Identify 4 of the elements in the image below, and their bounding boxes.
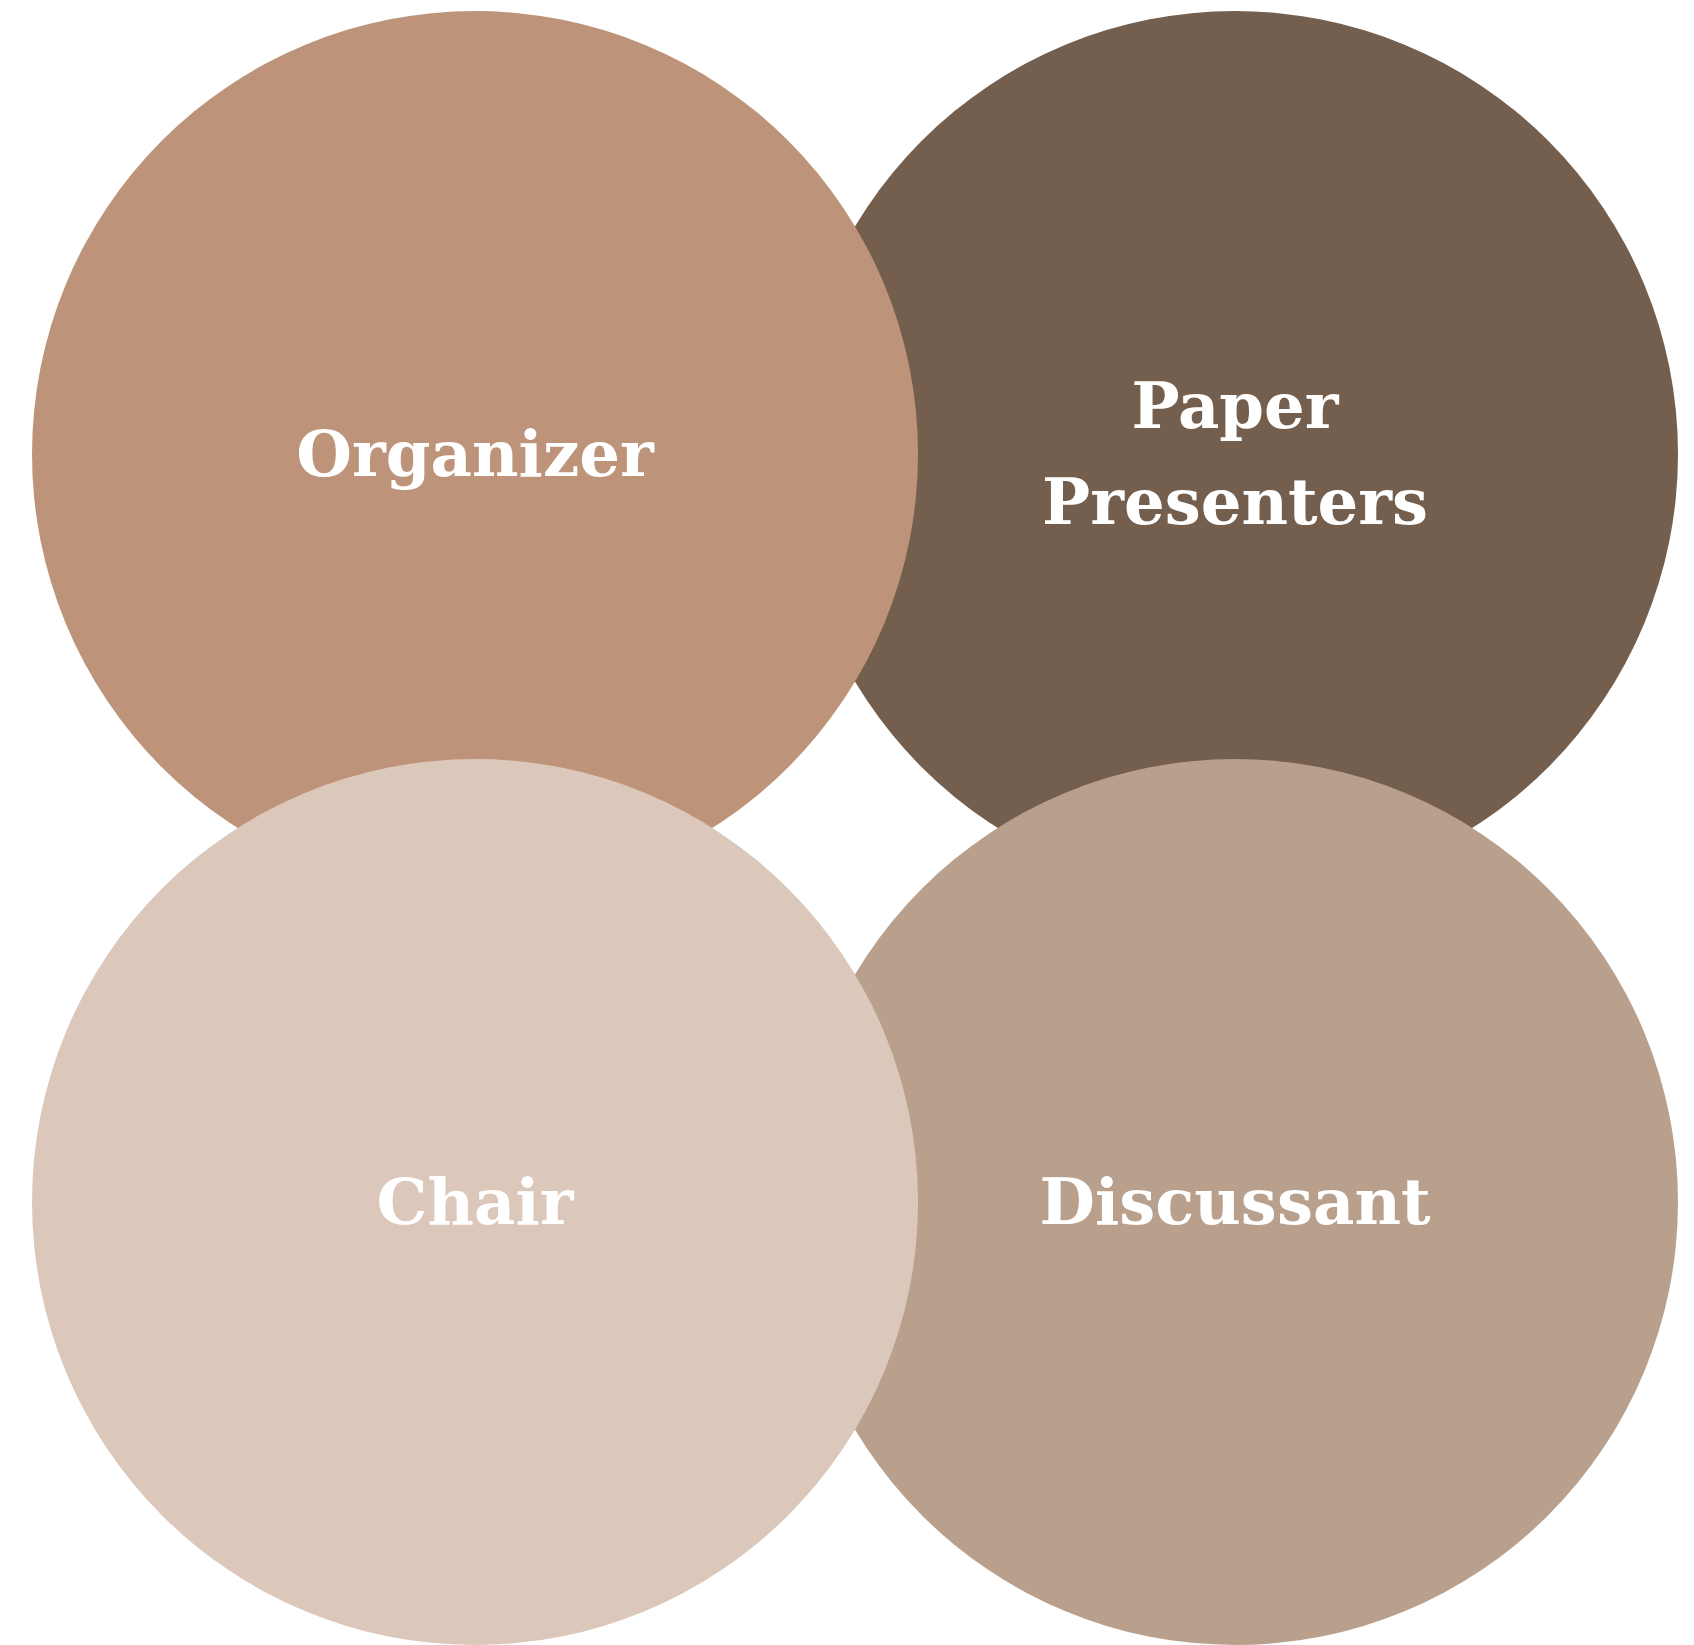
circle-label: Discussant <box>1038 1163 1432 1241</box>
circle-label: Paper Presenters <box>1041 367 1429 541</box>
circle-label: Organizer <box>295 415 656 493</box>
circle-label: Chair <box>375 1163 575 1241</box>
